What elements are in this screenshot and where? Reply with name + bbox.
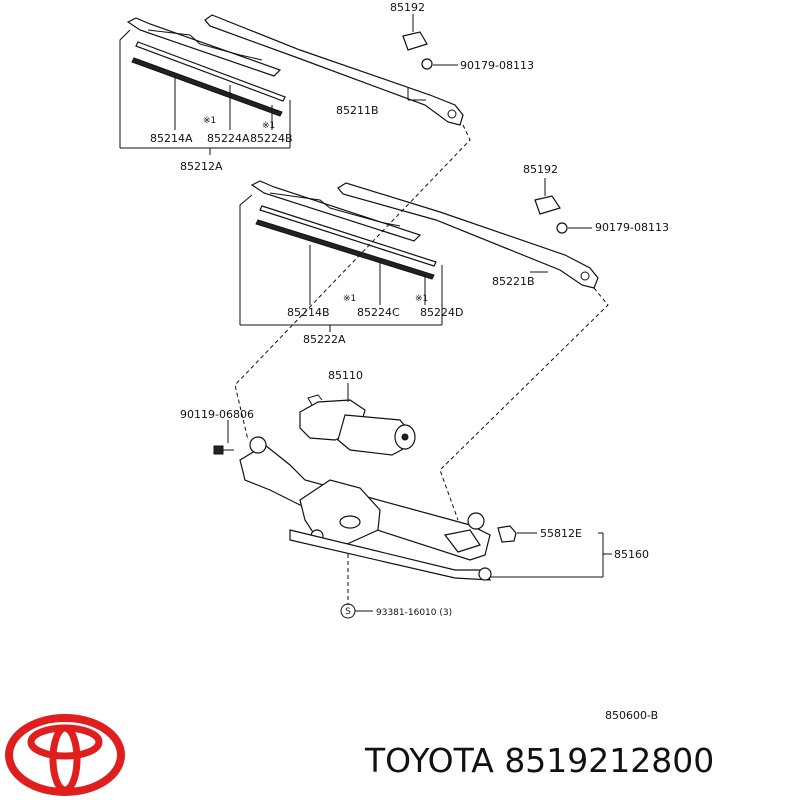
label-blade-a-insert2: 85224B (250, 132, 293, 145)
label-arm-mid: 85221B (492, 275, 535, 288)
label-arm-top: 85211B (336, 104, 379, 117)
nut-top[interactable] (421, 58, 433, 70)
label-rod-link: 55812E (540, 527, 582, 540)
link-asm-bracket (490, 532, 612, 578)
label-blade-b-insert: 85224C (357, 306, 400, 319)
mounting-bolt[interactable] (213, 445, 234, 455)
note-mark-1: ※1 (203, 116, 216, 126)
wiper-blade-top[interactable] (126, 17, 286, 117)
label-motor: 85110 (328, 369, 363, 382)
label-blade-b-rubber: 85214B (287, 306, 330, 319)
arm-cap-mid[interactable] (534, 195, 561, 215)
label-cap-mid: 85192 (523, 163, 558, 176)
blade-top-bracket (119, 29, 291, 155)
label-screw: 93381-16010 (3) (376, 608, 452, 618)
blade-mid-bracket (239, 194, 443, 332)
label-bolt: 90119-06806 (180, 408, 254, 421)
figure-code: 850600-B (605, 709, 658, 722)
note-mark-4: ※1 (415, 294, 428, 304)
note-mark-2: ※1 (262, 121, 275, 131)
screw-symbol: S (340, 603, 356, 619)
rod-link[interactable] (497, 525, 517, 543)
label-link-asm: 85160 (614, 548, 649, 561)
nut-mid[interactable] (556, 222, 568, 234)
label-blade-a-rubber: 85214A (150, 132, 193, 145)
wiper-link-assembly[interactable] (239, 436, 492, 581)
wiper-blade-mid[interactable] (250, 180, 437, 280)
arm-cap-top[interactable] (402, 31, 428, 51)
label-blade-a-asm: 85212A (180, 160, 223, 173)
label-blade-b-asm: 85222A (303, 333, 346, 346)
screw-symbol-letter: S (345, 607, 351, 617)
brand-title: TOYOTA 8519212800 (364, 741, 714, 780)
label-nut-top: 90179-08113 (460, 59, 534, 72)
wiper-arm-mid[interactable] (337, 182, 599, 289)
toyota-logo-icon (5, 714, 125, 796)
wiper-motor[interactable] (299, 394, 416, 456)
label-nut-mid: 90179-08113 (595, 221, 669, 234)
label-blade-b-insert2: 85224D (420, 306, 463, 319)
wiper-arm-top[interactable] (204, 14, 464, 126)
label-cap-top: 85192 (390, 1, 425, 14)
note-mark-3: ※1 (343, 294, 356, 304)
label-blade-a-insert: 85224A (207, 132, 250, 145)
